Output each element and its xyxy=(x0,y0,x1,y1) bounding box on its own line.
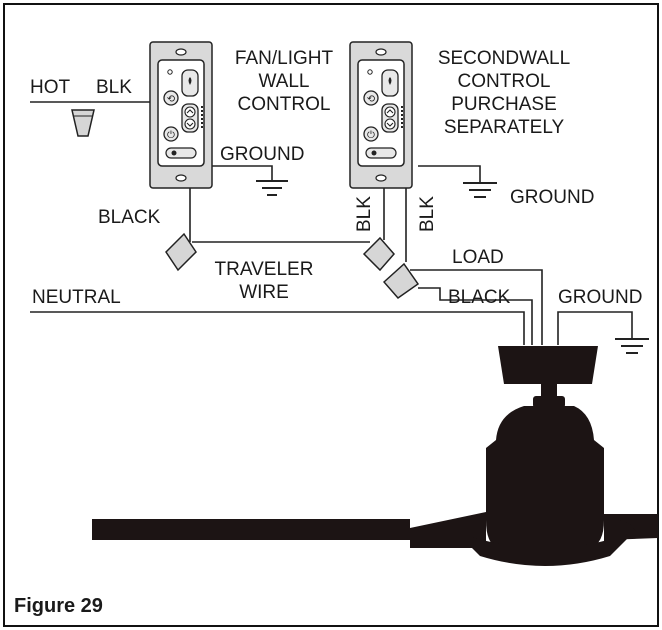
screw-icon xyxy=(175,48,187,56)
label-hot: HOT xyxy=(30,77,71,98)
reverse-icon: ⟲ xyxy=(367,94,376,105)
speed-down-icon[interactable] xyxy=(384,118,396,130)
slider-switch[interactable] xyxy=(165,147,197,159)
screw-icon xyxy=(375,174,387,182)
label-neutral: NEUTRAL xyxy=(32,287,121,308)
control2-ground-wire xyxy=(418,165,481,182)
fan-canopy xyxy=(498,346,598,384)
speed-up-icon[interactable] xyxy=(384,106,396,118)
label-control2-line2: CONTROL xyxy=(458,71,551,92)
neutral-wire xyxy=(30,311,525,345)
indicator-light-icon xyxy=(167,69,173,75)
label-control1-line2: WALL xyxy=(258,71,309,92)
ceiling-fan xyxy=(92,346,658,566)
ground-symbol-3 xyxy=(615,338,649,354)
label-traveler-line1: TRAVELER xyxy=(215,259,314,280)
indicator-light-icon xyxy=(367,69,373,75)
reverse-button[interactable] xyxy=(363,90,379,106)
slider-switch[interactable] xyxy=(365,147,397,159)
label-control1-line1: FAN/LIGHT xyxy=(235,48,334,69)
label-control1-line3: CONTROL xyxy=(238,94,331,115)
wall-control-1[interactable]: ⟲ ⏻ xyxy=(149,41,213,189)
label-ground-3: GROUND xyxy=(558,287,642,308)
power-button[interactable] xyxy=(163,126,179,142)
label-blk-vertical-2: BLK xyxy=(417,196,438,232)
wire-nut-traveler-left xyxy=(165,232,197,272)
fan-blade-left xyxy=(92,519,410,540)
wire-nut-hot xyxy=(71,109,95,137)
load-wire xyxy=(410,269,543,345)
label-black-left: BLACK xyxy=(98,207,161,228)
speed-down-icon[interactable] xyxy=(184,118,196,130)
wire-nut-load xyxy=(382,262,420,300)
fan-ground-wire xyxy=(557,311,633,345)
figure-caption: Figure 29 xyxy=(14,595,103,617)
power-button[interactable] xyxy=(363,126,379,142)
screw-icon xyxy=(175,174,187,182)
reverse-icon: ⟲ xyxy=(167,94,176,105)
label-ground-2: GROUND xyxy=(510,187,594,208)
wall-control-2[interactable]: ⟲ ⏻ xyxy=(349,41,413,189)
speed-level-dots xyxy=(401,106,403,128)
label-control2-line4: SEPARATELY xyxy=(444,117,565,138)
fan-lower-hub xyxy=(456,532,634,566)
ground-symbol-1 xyxy=(256,180,288,196)
screw-icon xyxy=(375,48,387,56)
bulb-icon xyxy=(188,77,192,85)
label-traveler-line2: WIRE xyxy=(239,282,289,303)
label-load: LOAD xyxy=(452,247,504,268)
power-icon: ⏻ xyxy=(367,130,375,141)
label-black-right: BLACK xyxy=(448,287,511,308)
ground-symbol-2 xyxy=(463,182,497,198)
black-wire xyxy=(418,287,533,345)
wire-nut-traveler-right xyxy=(362,236,395,272)
label-blk-top: BLK xyxy=(96,77,132,98)
label-control2-line3: PURCHASE xyxy=(451,94,557,115)
reverse-button[interactable] xyxy=(163,90,179,106)
label-ground-1: GROUND xyxy=(220,144,304,165)
bulb-icon xyxy=(388,77,392,85)
control1-ground-wire xyxy=(212,165,273,180)
label-control2-line1: SECONDWALL xyxy=(438,48,570,69)
speed-level-dots xyxy=(201,106,203,128)
label-blk-vertical-1: BLK xyxy=(354,196,375,232)
speed-up-icon[interactable] xyxy=(184,106,196,118)
power-icon: ⏻ xyxy=(167,130,175,141)
fan-motor-housing xyxy=(486,406,604,548)
